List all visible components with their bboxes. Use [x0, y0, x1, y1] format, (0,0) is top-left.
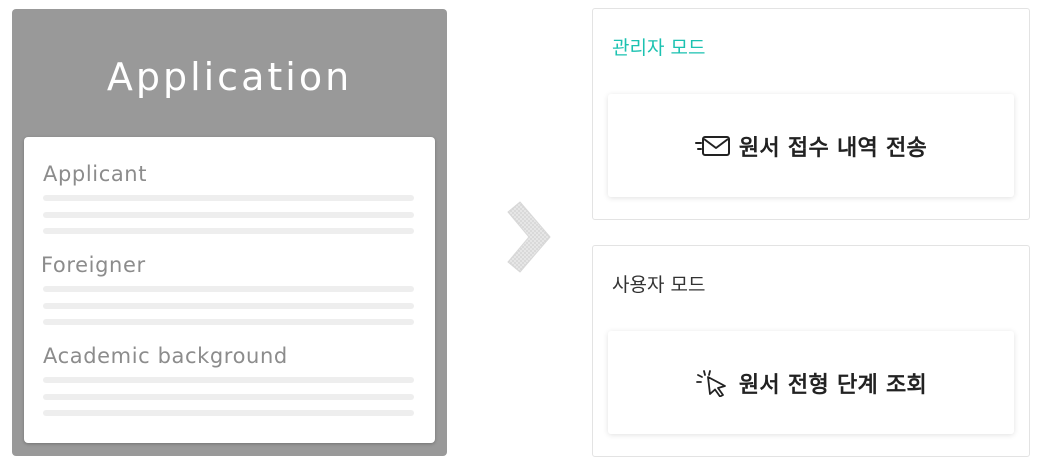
section-label-applicant: Applicant [43, 162, 148, 186]
admin-mode-panel: 관리자 모드 원서 접수 내역 전송 [592, 8, 1030, 220]
application-form-paper: Applicant Foreigner Academic background [24, 137, 435, 443]
envelope-send-icon [694, 135, 730, 156]
application-card: Application Applicant Foreigner Academic… [12, 9, 447, 456]
cursor-click-icon [695, 369, 726, 397]
send-application-history-button[interactable]: 원서 접수 내역 전송 [608, 94, 1014, 197]
placeholder-line [43, 286, 414, 292]
application-title: Application [106, 55, 353, 99]
send-application-history-label: 원서 접수 내역 전송 [738, 135, 928, 161]
chevron-right-icon [507, 201, 551, 273]
section-label-foreigner: Foreigner [41, 253, 146, 277]
placeholder-line [43, 195, 414, 201]
section-label-academic-background: Academic background [43, 344, 288, 368]
placeholder-line [43, 319, 414, 325]
placeholder-line [43, 394, 414, 400]
user-mode-panel: 사용자 모드 원서 전형 단계 조회 [592, 245, 1030, 457]
placeholder-line [43, 212, 414, 218]
view-application-stage-button[interactable]: 원서 전형 단계 조회 [608, 331, 1014, 434]
placeholder-line [43, 410, 414, 416]
admin-mode-title: 관리자 모드 [612, 37, 706, 59]
placeholder-line [43, 377, 414, 383]
placeholder-line [43, 303, 414, 309]
placeholder-line [43, 228, 414, 234]
view-application-stage-label: 원서 전형 단계 조회 [738, 372, 928, 398]
user-mode-title: 사용자 모드 [612, 274, 706, 296]
